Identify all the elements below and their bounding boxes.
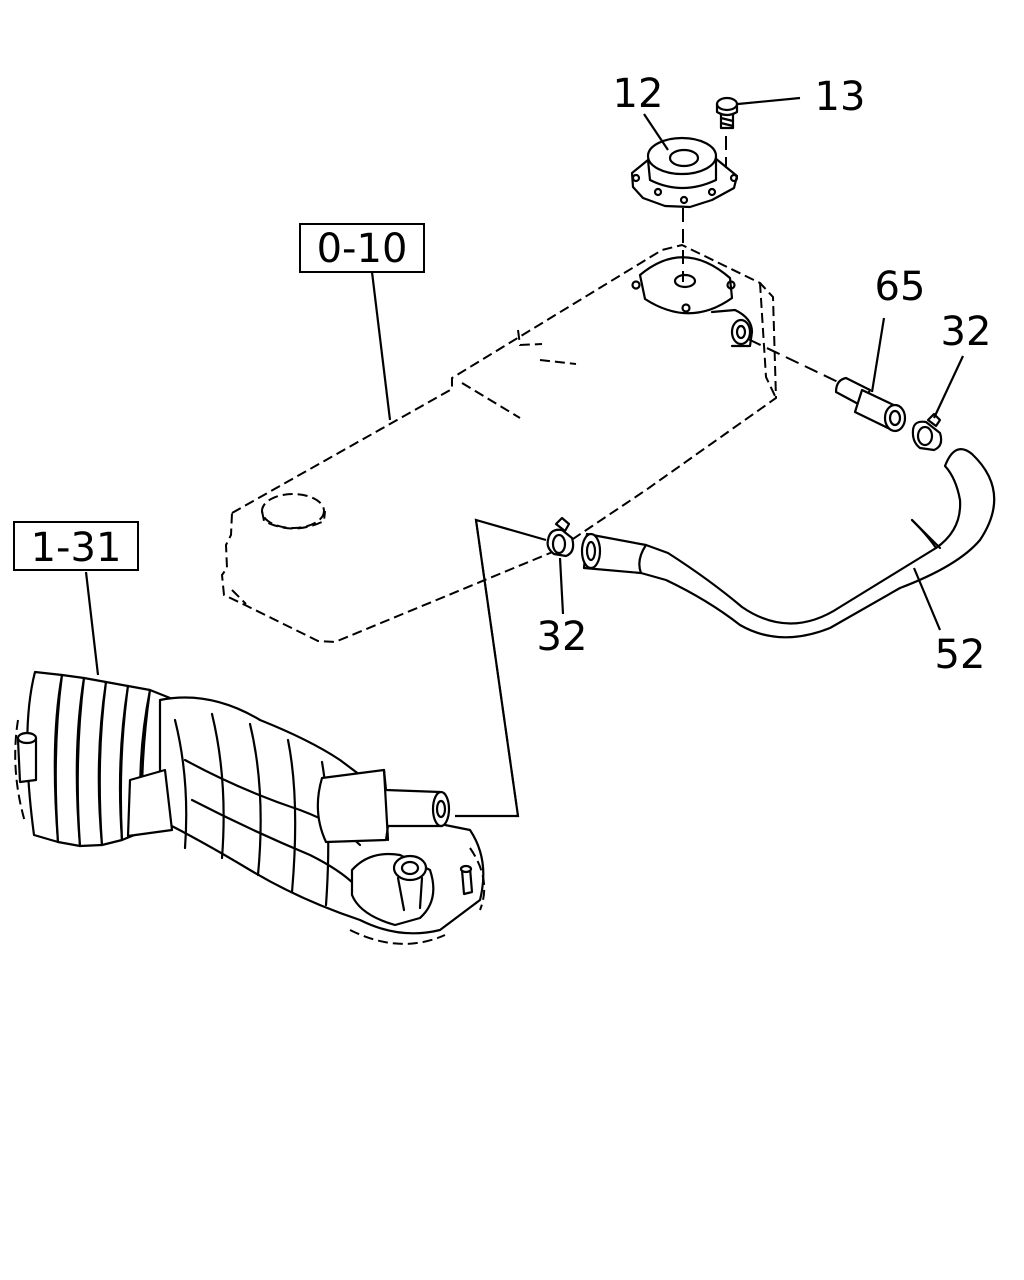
callout-65: 65: [870, 264, 926, 393]
bolt-icon: [715, 96, 739, 168]
clip-icon-lower: [546, 516, 575, 558]
part-number-12: 12: [613, 71, 664, 117]
ref-label-air-duct: 1-31: [31, 525, 122, 571]
callout-52: 52: [912, 567, 986, 678]
air-duct-icon: [14, 670, 486, 945]
ref-label-head-cover: 0-10: [317, 226, 408, 272]
hose-icon: [580, 448, 996, 639]
part-number-13: 13: [815, 74, 866, 120]
part-number-52: 52: [935, 632, 986, 678]
part-number-32-lower: 32: [537, 614, 588, 660]
ref-box-air-duct: 1-31: [13, 521, 139, 676]
ref-box-head-cover: 0-10: [299, 223, 425, 421]
callout-32-lower: 32: [537, 557, 588, 660]
clip-icon: [911, 412, 943, 452]
callout-13: 13: [737, 74, 866, 120]
connection-line: [455, 518, 547, 818]
connection-line-dashed: [475, 519, 519, 817]
pcv-valve-icon: [630, 136, 739, 209]
connector-icon: [747, 338, 907, 433]
part-number-65: 65: [875, 264, 926, 310]
part-number-32-upper: 32: [941, 309, 992, 355]
callout-32-upper: 32: [933, 309, 992, 419]
valve-seat: [631, 256, 754, 348]
callout-12: 12: [613, 71, 669, 151]
